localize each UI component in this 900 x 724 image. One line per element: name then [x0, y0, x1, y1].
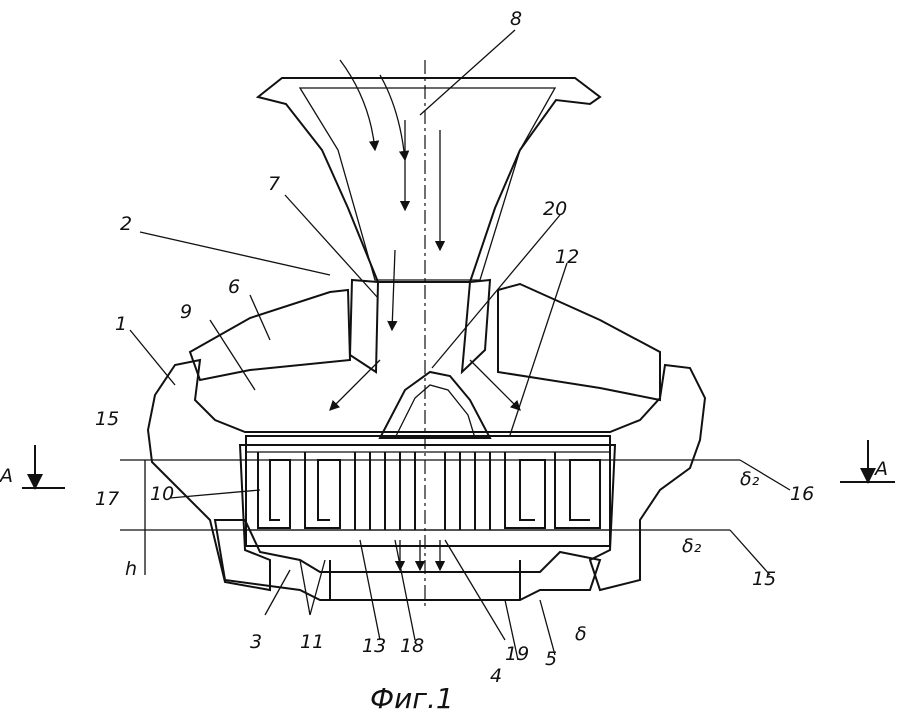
label-9: 9	[180, 301, 192, 323]
label-2: 2	[120, 213, 132, 235]
label-1: 1	[115, 313, 127, 335]
cone-deflector	[378, 370, 492, 439]
label-delta: δ	[575, 623, 587, 645]
u-tubes-left	[257, 452, 341, 529]
label-8: 8	[510, 8, 522, 30]
label-17: 17	[95, 488, 119, 510]
label-11: 11	[300, 631, 324, 653]
label-15-top: 15	[95, 408, 119, 430]
section-label-left: A	[0, 465, 13, 487]
label-18: 18	[400, 635, 424, 657]
label-5: 5	[545, 648, 557, 670]
label-20: 20	[543, 198, 567, 220]
section-label-right: A	[873, 458, 888, 480]
label-12: 12	[555, 246, 579, 268]
outlet	[329, 560, 521, 600]
label-6: 6	[228, 276, 240, 298]
label-10: 10	[150, 483, 174, 505]
housing	[146, 358, 707, 601]
leader-lines	[129, 29, 791, 661]
label-h: h	[125, 558, 137, 580]
central-fins	[354, 452, 491, 530]
label-7: 7	[268, 173, 280, 195]
label-13: 13	[362, 635, 386, 657]
u-tubes-right	[504, 452, 601, 529]
label-16: 16	[790, 483, 814, 505]
label-3: 3	[250, 631, 262, 653]
label-delta2-bottom: δ₂	[682, 535, 702, 557]
label-4: 4	[490, 665, 502, 687]
label-delta2-top: δ₂	[740, 468, 760, 490]
section-lines	[22, 440, 895, 575]
flow-arrows	[329, 59, 521, 572]
part-labels: 8 2 7 6 9 1 20 12 15 17 10 h 3 11 13 18 …	[0, 8, 888, 687]
insulation-blocks	[188, 282, 661, 402]
nozzle-body	[255, 77, 602, 375]
figure-caption: Фиг.1	[370, 682, 454, 715]
label-15-bottom: 15	[752, 568, 776, 590]
label-19: 19	[505, 643, 529, 665]
